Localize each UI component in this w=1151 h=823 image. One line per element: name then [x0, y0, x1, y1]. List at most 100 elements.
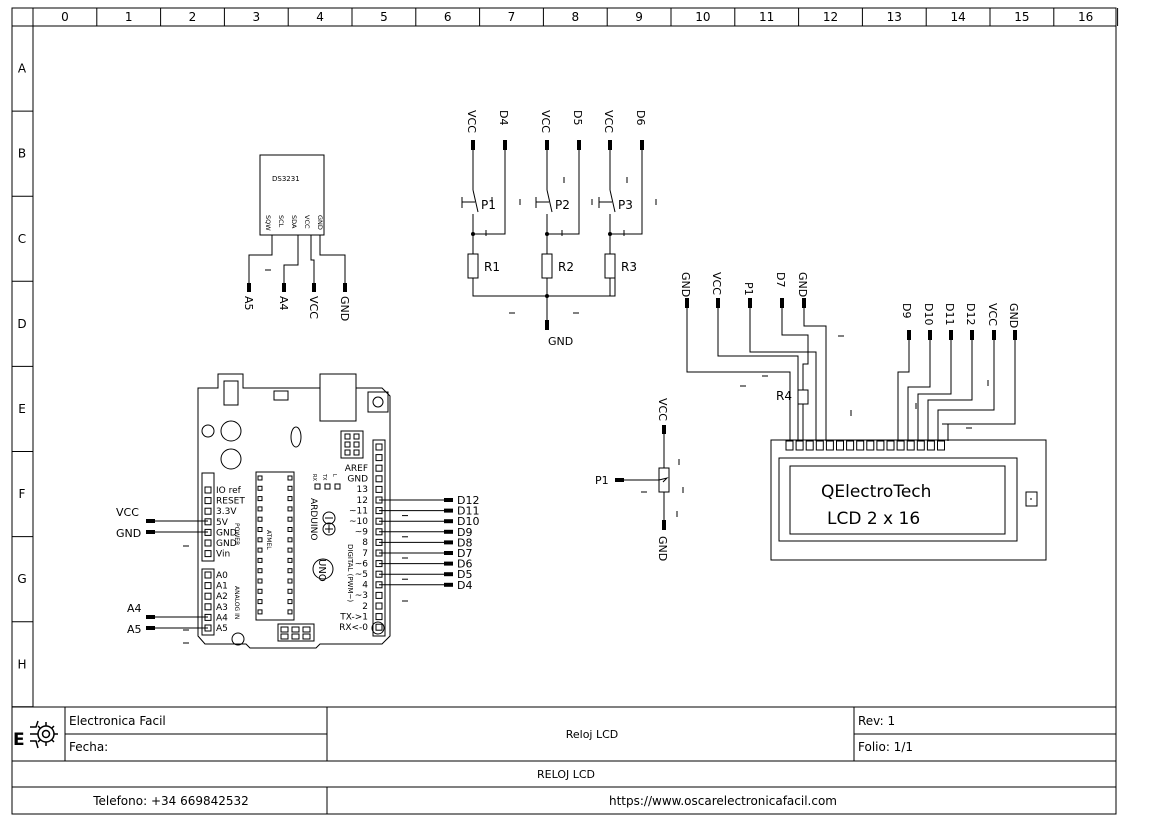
digital-header-label: AREF: [345, 464, 368, 474]
pot-net-wiper: P1: [595, 474, 609, 487]
grid-column-label: 13: [887, 10, 902, 24]
sheet-number: Folio: 1/1: [858, 740, 913, 754]
rtc-pin-scl: SCL: [277, 215, 285, 228]
lcd-net-d9: D9: [900, 303, 913, 318]
phone-number: Telefono: +34 669842532: [92, 794, 249, 808]
grid-column-label: 10: [695, 10, 710, 24]
grid-column-label: 9: [635, 10, 643, 24]
lcd-net-d10: D10: [922, 303, 935, 325]
arduino-digital-net-label: D6: [457, 558, 472, 571]
button-net-d6: D6: [634, 110, 647, 125]
grid-column-label: 2: [189, 10, 197, 24]
button-net-gnd: GND: [548, 335, 573, 348]
lcd-net-gnd-1: GND: [679, 272, 692, 297]
arduino-chip-label: ATMEL: [265, 530, 272, 550]
resistor-label-r1: R1: [484, 260, 500, 274]
lcd-net-d12: D12: [964, 303, 977, 325]
button-net-vcc-3: VCC: [602, 110, 615, 133]
revision-label: Rev: 1: [858, 714, 895, 728]
rtc-net-gnd: GND: [338, 296, 351, 321]
lcd-net-d11: D11: [943, 303, 956, 325]
power-header-label: GND: [216, 539, 237, 549]
arduino-digital-net-label: D9: [457, 526, 472, 539]
arduino-digital-net-label: D4: [457, 579, 472, 592]
logo-icon: E: [13, 720, 58, 750]
arduino-net-a4: A4: [127, 602, 142, 615]
lcd-net-d7: D7: [774, 272, 787, 287]
arduino-net-gnd: GND: [116, 527, 141, 540]
digital-header-label: ~3: [355, 591, 368, 601]
grid-row-label: D: [17, 317, 26, 331]
arduino-model: UNO: [316, 559, 327, 582]
digital-header-label: ~5: [355, 570, 368, 580]
rx-led-label: RX: [311, 474, 317, 481]
lcd-display: GND VCC P1 D7 GND D9 D10 D11 D12 VCC GND: [679, 272, 1047, 561]
grid-row-label: A: [18, 62, 27, 76]
arduino-digital-net-label: D7: [457, 547, 472, 560]
author-name: Electronica Facil: [69, 714, 166, 728]
l-led-label: L: [331, 474, 337, 477]
rtc-pin-vcc: VCC: [303, 215, 311, 229]
title-block: E Electronica Facil Fecha: Reloj LCD Rev…: [12, 707, 1116, 814]
lcd-resistor-label: R4: [776, 389, 792, 403]
grid-column-label: 8: [571, 10, 579, 24]
website-url: https://www.oscarelectronicafacil.com: [609, 794, 837, 808]
drawing-frame: [11, 7, 1117, 815]
grid-column-label: 7: [508, 10, 516, 24]
switch-label-p1: P1: [481, 198, 496, 212]
push-button-group: VCC D4 VCC D5 VCC D6: [461, 110, 657, 348]
rtc-net-a5: A5: [242, 296, 255, 311]
lcd-net-vcc-1: VCC: [710, 272, 723, 295]
grid-column-label: 11: [759, 10, 774, 24]
grid-column-label: 16: [1078, 10, 1093, 24]
digital-header-label: ~6: [355, 559, 369, 569]
power-header-label: Vin: [216, 550, 230, 560]
digital-header-label: ~10: [349, 517, 368, 527]
rtc-chip-label: DS3231: [272, 175, 300, 183]
power-header-label: 5V: [216, 518, 229, 528]
lcd-net-gnd-2: GND: [796, 272, 809, 297]
power-header-label: IO ref: [216, 486, 242, 496]
project-name: RELOJ LCD: [537, 768, 595, 781]
arduino-digital-net-label: D12: [457, 494, 479, 507]
arduino-digital-net-label: D8: [457, 536, 472, 549]
arduino-digital-net-label: D11: [457, 505, 479, 518]
rtc-net-vcc: VCC: [307, 296, 320, 319]
grid-column-label: 3: [252, 10, 260, 24]
button-net-vcc-1: VCC: [465, 110, 478, 133]
svg-text:E: E: [13, 730, 25, 750]
digital-header-label: TX->1: [339, 612, 368, 622]
analog-header-label: A0: [216, 571, 228, 581]
rtc-pin-gnd: GND: [316, 215, 324, 230]
power-header-label: 3.3V: [216, 507, 237, 517]
button-net-vcc-2: VCC: [539, 110, 552, 133]
arduino-brand: ARDUINO: [308, 498, 318, 540]
grid-column-label: 12: [823, 10, 838, 24]
digital-header-label: ~9: [355, 528, 369, 538]
lcd-screen-line-1: QElectroTech: [821, 482, 931, 502]
arduino-net-vcc: VCC: [116, 506, 139, 519]
arduino-digital-net-label: D5: [457, 568, 472, 581]
digital-header-label: 2: [362, 602, 368, 612]
tx-led-label: TX: [321, 473, 327, 481]
digital-header-label: 7: [362, 549, 368, 559]
digital-header-label: 8: [362, 538, 368, 548]
digital-header-label: GND: [347, 475, 368, 485]
digital-header-label: 13: [357, 485, 368, 495]
switch-label-p3: P3: [618, 198, 633, 212]
button-net-d4: D4: [497, 110, 510, 125]
analog-label: ANALOG IN: [233, 586, 240, 619]
lcd-screen-line-2: LCD 2 x 16: [827, 509, 920, 529]
rtc-net-a4: A4: [277, 296, 290, 311]
digital-label: DIGITAL (PWM~): [346, 544, 354, 602]
grid-row-label: C: [18, 232, 26, 246]
lcd-net-gnd-3: GND: [1007, 303, 1020, 328]
digital-header-label: ~11: [349, 506, 368, 516]
resistor-label-r2: R2: [558, 260, 574, 274]
rtc-module: DS3231 SQW SCL SDA VCC GND A5 A4 VCC GND: [242, 154, 351, 321]
grid-row-label: B: [18, 147, 26, 161]
